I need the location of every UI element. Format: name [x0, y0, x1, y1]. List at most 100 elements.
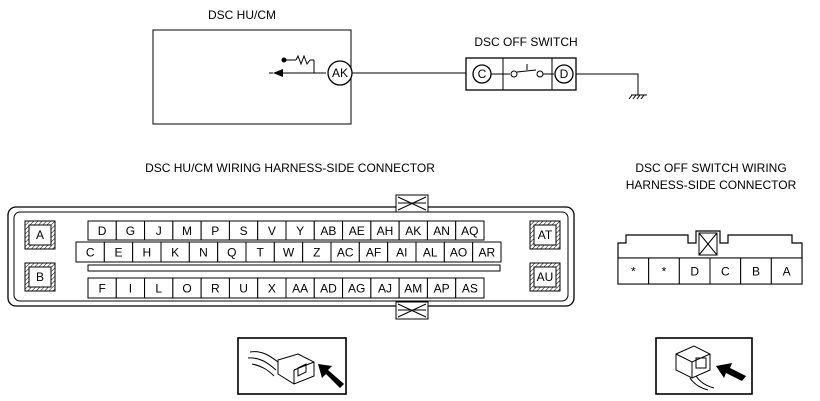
pin-cell: C: [75, 241, 105, 263]
hu-connector-title: DSC HU/CM WIRING HARNESS-SIDE CONNECTOR: [145, 161, 435, 175]
pin-cell: Z: [302, 241, 332, 263]
pin-label: AA: [292, 282, 308, 296]
pin-cell: AL: [415, 241, 445, 263]
pin-cell: W: [273, 241, 304, 263]
terminal-label: C: [478, 67, 487, 81]
pin-cell: Y: [285, 220, 315, 241]
pin-cell: L: [144, 277, 174, 299]
hu-left-tabs: AB: [24, 220, 56, 292]
switch-terminal-d: D: [554, 64, 574, 84]
pin-cell: AF: [358, 241, 389, 263]
pin-cell: AE: [342, 220, 372, 241]
pin-label: X: [268, 282, 276, 296]
terminal-label: AK: [332, 66, 348, 80]
ground-wire: [576, 73, 639, 95]
pin-cell: D: [678, 257, 711, 285]
ground-icon: [628, 94, 647, 100]
pin-cell: AO: [443, 241, 474, 263]
pin-label: AR: [478, 246, 495, 260]
pin-cell: AK: [398, 220, 428, 241]
pin-cell: M: [172, 220, 202, 241]
pin-label: P: [211, 224, 219, 238]
pin-cell: J: [144, 220, 174, 241]
pin-cell: AP: [426, 277, 457, 299]
pin-label: C: [721, 265, 730, 279]
pin-label: V: [268, 224, 276, 238]
switch-connector-title-line-1: DSC OFF SWITCH WIRING: [635, 161, 786, 175]
pin-cell: AH: [370, 220, 400, 241]
pin-cell: R: [200, 277, 230, 299]
pin-cell: X: [257, 277, 287, 299]
switch-label: DSC OFF SWITCH: [474, 35, 577, 49]
pin-label: AJ: [378, 282, 392, 296]
pin-label: I: [129, 282, 132, 296]
pin-label: *: [631, 265, 636, 279]
pin-label: Z: [313, 246, 320, 260]
pin-cell: K: [160, 241, 190, 263]
terminal-label: D: [560, 67, 569, 81]
pin-label: AQ: [461, 224, 478, 238]
pin-label: AB: [320, 224, 336, 238]
pin-cell: AR: [472, 241, 502, 263]
pin-cell: B: [740, 257, 772, 285]
pin-cell: AN: [426, 220, 457, 241]
pin-label: W: [283, 246, 295, 260]
pin-label: *: [662, 265, 667, 279]
connector-plug-icon: [237, 337, 347, 395]
module-terminal-ak: AK: [327, 60, 353, 86]
pin-label: AG: [348, 282, 365, 296]
pin-label: J: [156, 224, 162, 238]
pin-label: K: [171, 246, 179, 260]
switch-terminal-c: C: [472, 64, 492, 84]
pin-label: A: [783, 265, 791, 279]
pin-label: AP: [434, 282, 450, 296]
pin-label: AF: [366, 246, 381, 260]
pin-cell: O: [172, 277, 202, 299]
pin-cell: AI: [387, 241, 417, 263]
pin-cell: AA: [285, 277, 315, 299]
pin-cell: N: [188, 241, 219, 263]
pin-label: T: [256, 246, 264, 260]
arrow-icon: [273, 69, 283, 77]
pin-cell: T: [245, 241, 275, 263]
pin-cell: D: [87, 220, 117, 241]
tab-label: AT: [538, 228, 553, 242]
module-label: DSC HU/CM: [208, 8, 276, 22]
pin-cell: I: [115, 277, 146, 299]
pin-label: U: [239, 282, 248, 296]
switch-connector-title-line-2: HARNESS-SIDE CONNECTOR: [626, 178, 797, 192]
pin-cell: F: [87, 277, 117, 299]
pin-label: AI: [396, 246, 407, 260]
connector-tab: AU: [529, 262, 561, 292]
pin-label: AE: [349, 224, 365, 238]
pin-label: AO: [450, 246, 467, 260]
pin-cell: H: [132, 241, 162, 263]
connector-tab: B: [24, 262, 56, 292]
tab-label: AU: [537, 270, 554, 284]
hu-right-tabs: AT AU: [529, 220, 561, 292]
module-internal-circuit: [276, 54, 326, 74]
tab-label: B: [36, 270, 44, 284]
pin-label: D: [98, 224, 107, 238]
pin-cell: AM: [398, 277, 428, 299]
pin-cell: AC: [330, 241, 360, 263]
pin-label: F: [98, 282, 105, 296]
pin-cell: P: [200, 220, 230, 241]
pin-cell: AS: [455, 277, 485, 299]
pin-cell: U: [228, 277, 259, 299]
pin-label: G: [126, 224, 135, 238]
pin-label: S: [240, 224, 248, 238]
pin-cell: AQ: [455, 220, 485, 241]
connector-tab: A: [24, 220, 56, 250]
connector-tab: AT: [529, 220, 561, 250]
pin-cell: C: [709, 257, 742, 285]
pin-cell: AJ: [370, 277, 400, 299]
module-box: [152, 29, 352, 125]
pin-cell: S: [228, 220, 259, 241]
pin-cell: AG: [342, 277, 372, 299]
tab-label: A: [36, 228, 44, 242]
